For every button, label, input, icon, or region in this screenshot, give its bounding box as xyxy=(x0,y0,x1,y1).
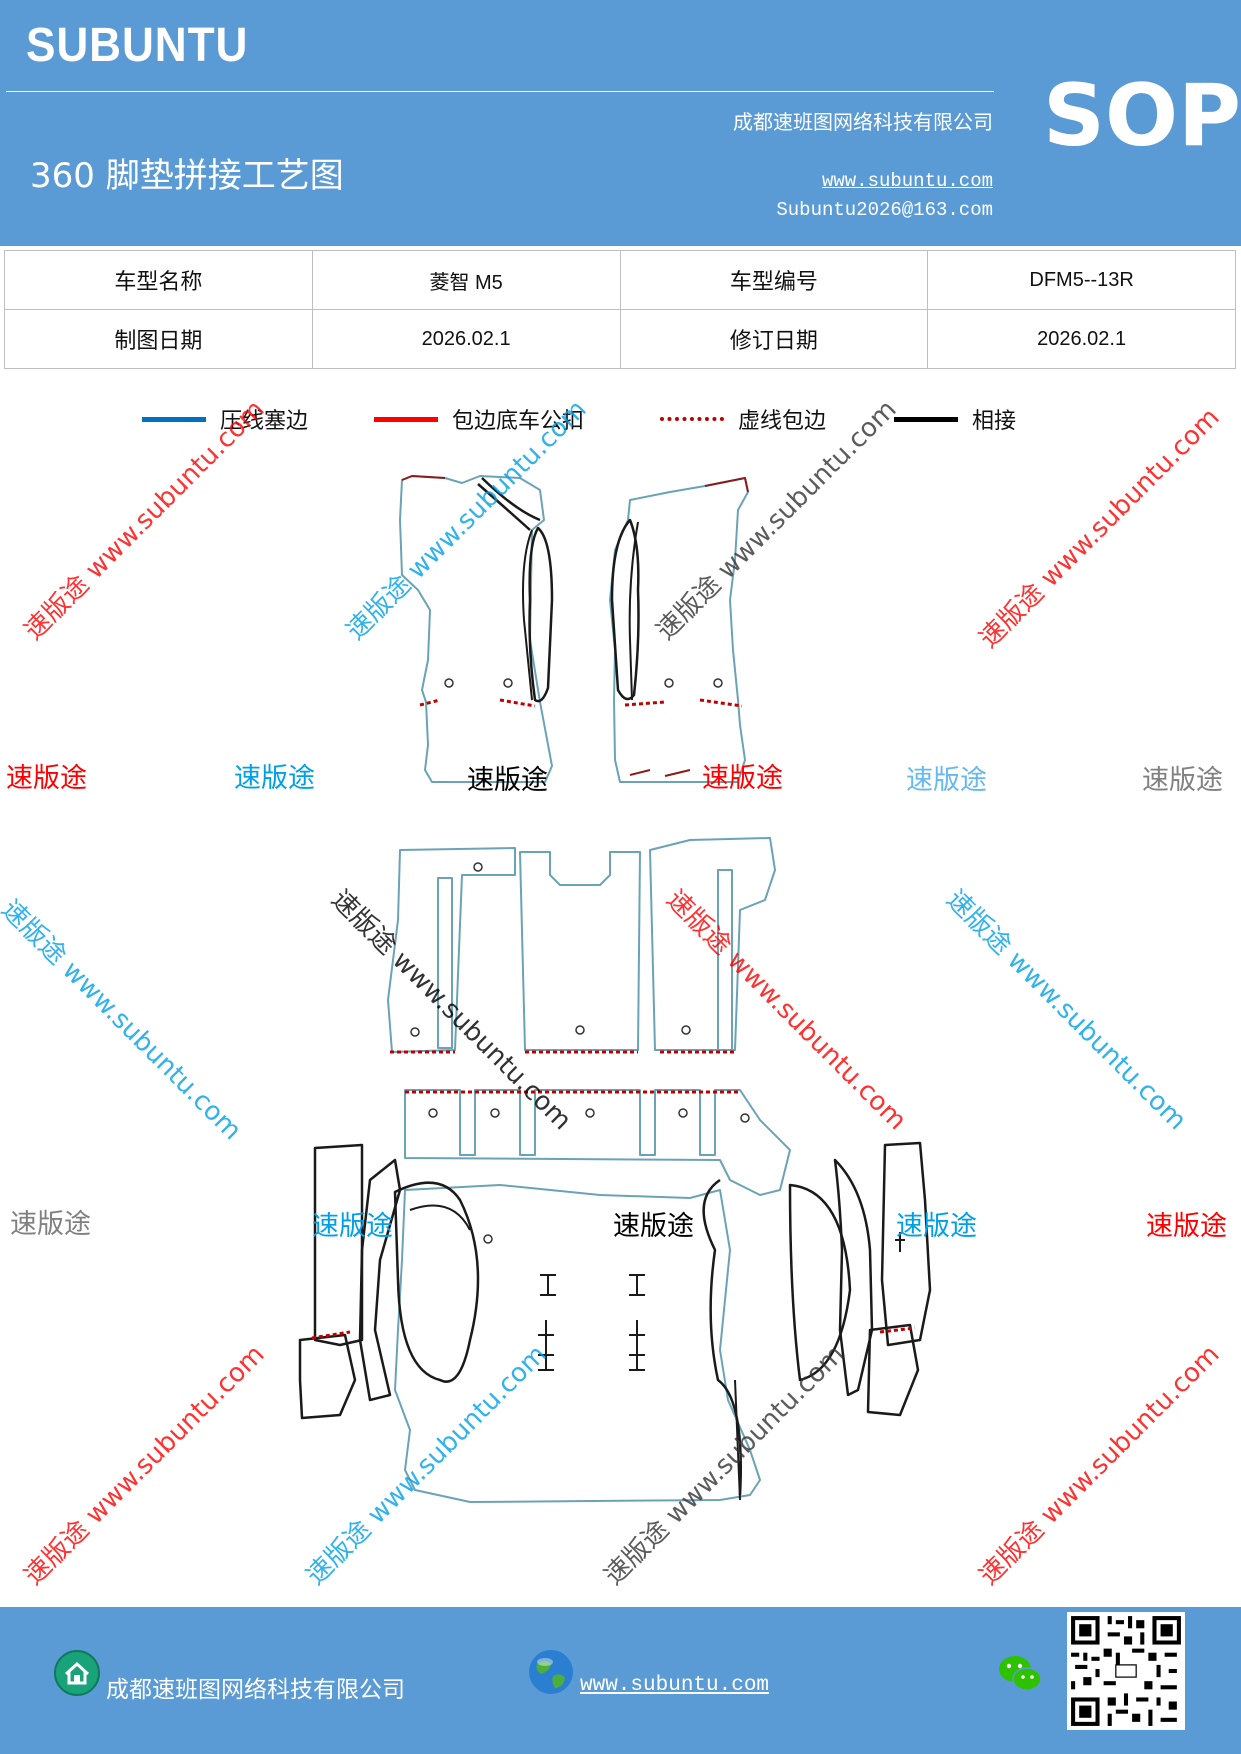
mat-right-side-panels xyxy=(788,1141,932,1417)
legend-label: 压线塞边 xyxy=(220,409,309,434)
legend-swatch xyxy=(374,416,438,422)
website-link[interactable]: www.subuntu.com xyxy=(821,170,993,192)
legend-swatch xyxy=(660,417,724,421)
table-cell-value: 菱智 M5 xyxy=(311,250,621,310)
legend-swatch xyxy=(894,416,958,422)
mat-front-right xyxy=(609,477,749,783)
table-row: 制图日期 2026.02.1 修订日期 2026.02.1 xyxy=(4,309,1236,369)
table-cell-value: 2026.02.1 xyxy=(927,309,1236,369)
email-address: Subuntu2026@163.com xyxy=(776,199,993,221)
legend-label: 包边底车公扣 xyxy=(452,409,585,434)
mat-middle-row xyxy=(387,837,776,1054)
brand-logo: SUBUNTU xyxy=(26,19,249,72)
footer-company: 成都速班图网络科技有限公司 xyxy=(106,1677,405,1703)
info-table: 车型名称 菱智 M5 车型编号 DFM5--13R 制图日期 2026.02.1… xyxy=(4,250,1236,369)
legend-label: 虚线包边 xyxy=(738,409,827,434)
document-title: 360 脚垫拼接工艺图 xyxy=(30,156,344,196)
sop-badge: SOP xyxy=(1043,66,1241,166)
header-divider xyxy=(6,91,994,92)
legend-item-edge-buckle: 包边底车公扣 xyxy=(374,402,584,436)
qr-code-pattern xyxy=(1067,1612,1185,1730)
legend-label: 相接 xyxy=(972,409,1017,434)
table-cell-value: 2026.02.1 xyxy=(311,309,621,369)
wechat-icon xyxy=(999,1656,1042,1691)
table-cell-label: 修订日期 xyxy=(619,309,929,369)
table-cell-value: DFM5--13R xyxy=(927,250,1236,310)
header-bar: SUBUNTU 360 脚垫拼接工艺图 成都速班图网络科技有限公司 www.su… xyxy=(0,0,1241,246)
mat-left-side-panels xyxy=(298,1143,402,1420)
table-cell-label: 车型名称 xyxy=(4,250,313,310)
legend-item-press-line: 压线塞边 xyxy=(142,402,308,436)
mat-second-row-strip xyxy=(404,1089,791,1196)
footer-website-link[interactable]: www.subuntu.com xyxy=(580,1674,770,1697)
company-name: 成都速班图网络科技有限公司 xyxy=(733,110,993,134)
home-icon xyxy=(54,1650,100,1696)
mat-front-left xyxy=(399,475,554,783)
table-row: 车型名称 菱智 M5 车型编号 DFM5--13R xyxy=(4,250,1236,310)
qr-code[interactable] xyxy=(1067,1612,1185,1730)
legend-item-join: 相接 xyxy=(894,402,1016,436)
mat-rear-main xyxy=(393,1178,761,1503)
legend-swatch xyxy=(142,416,206,422)
table-cell-label: 车型编号 xyxy=(619,250,929,310)
globe-icon xyxy=(529,1650,573,1694)
floor-mat-diagram xyxy=(298,475,932,1503)
table-cell-label: 制图日期 xyxy=(4,309,313,369)
legend-item-dashed-edge: 虚线包边 xyxy=(660,402,826,436)
